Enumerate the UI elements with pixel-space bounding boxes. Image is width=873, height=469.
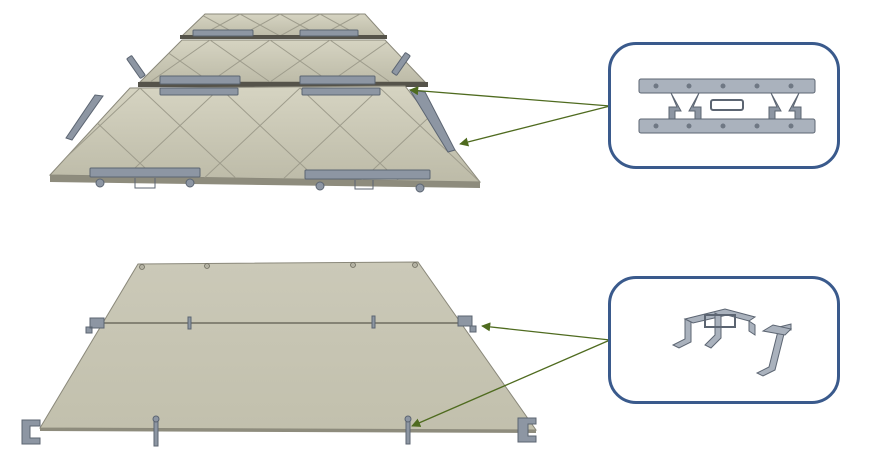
panel-front xyxy=(48,85,482,188)
top-clamp-brackets xyxy=(65,29,456,193)
bottom-assembly xyxy=(21,261,537,447)
corner-pins xyxy=(139,262,418,270)
top-detail-callout xyxy=(608,42,840,169)
staple-clip-icon xyxy=(671,308,792,377)
top-assembly xyxy=(48,13,482,193)
bottom-staple-clips xyxy=(21,315,537,447)
clamp-bracket-icon xyxy=(638,78,816,134)
callout-arrows xyxy=(409,86,611,427)
bottom-detail-callout xyxy=(608,276,840,404)
